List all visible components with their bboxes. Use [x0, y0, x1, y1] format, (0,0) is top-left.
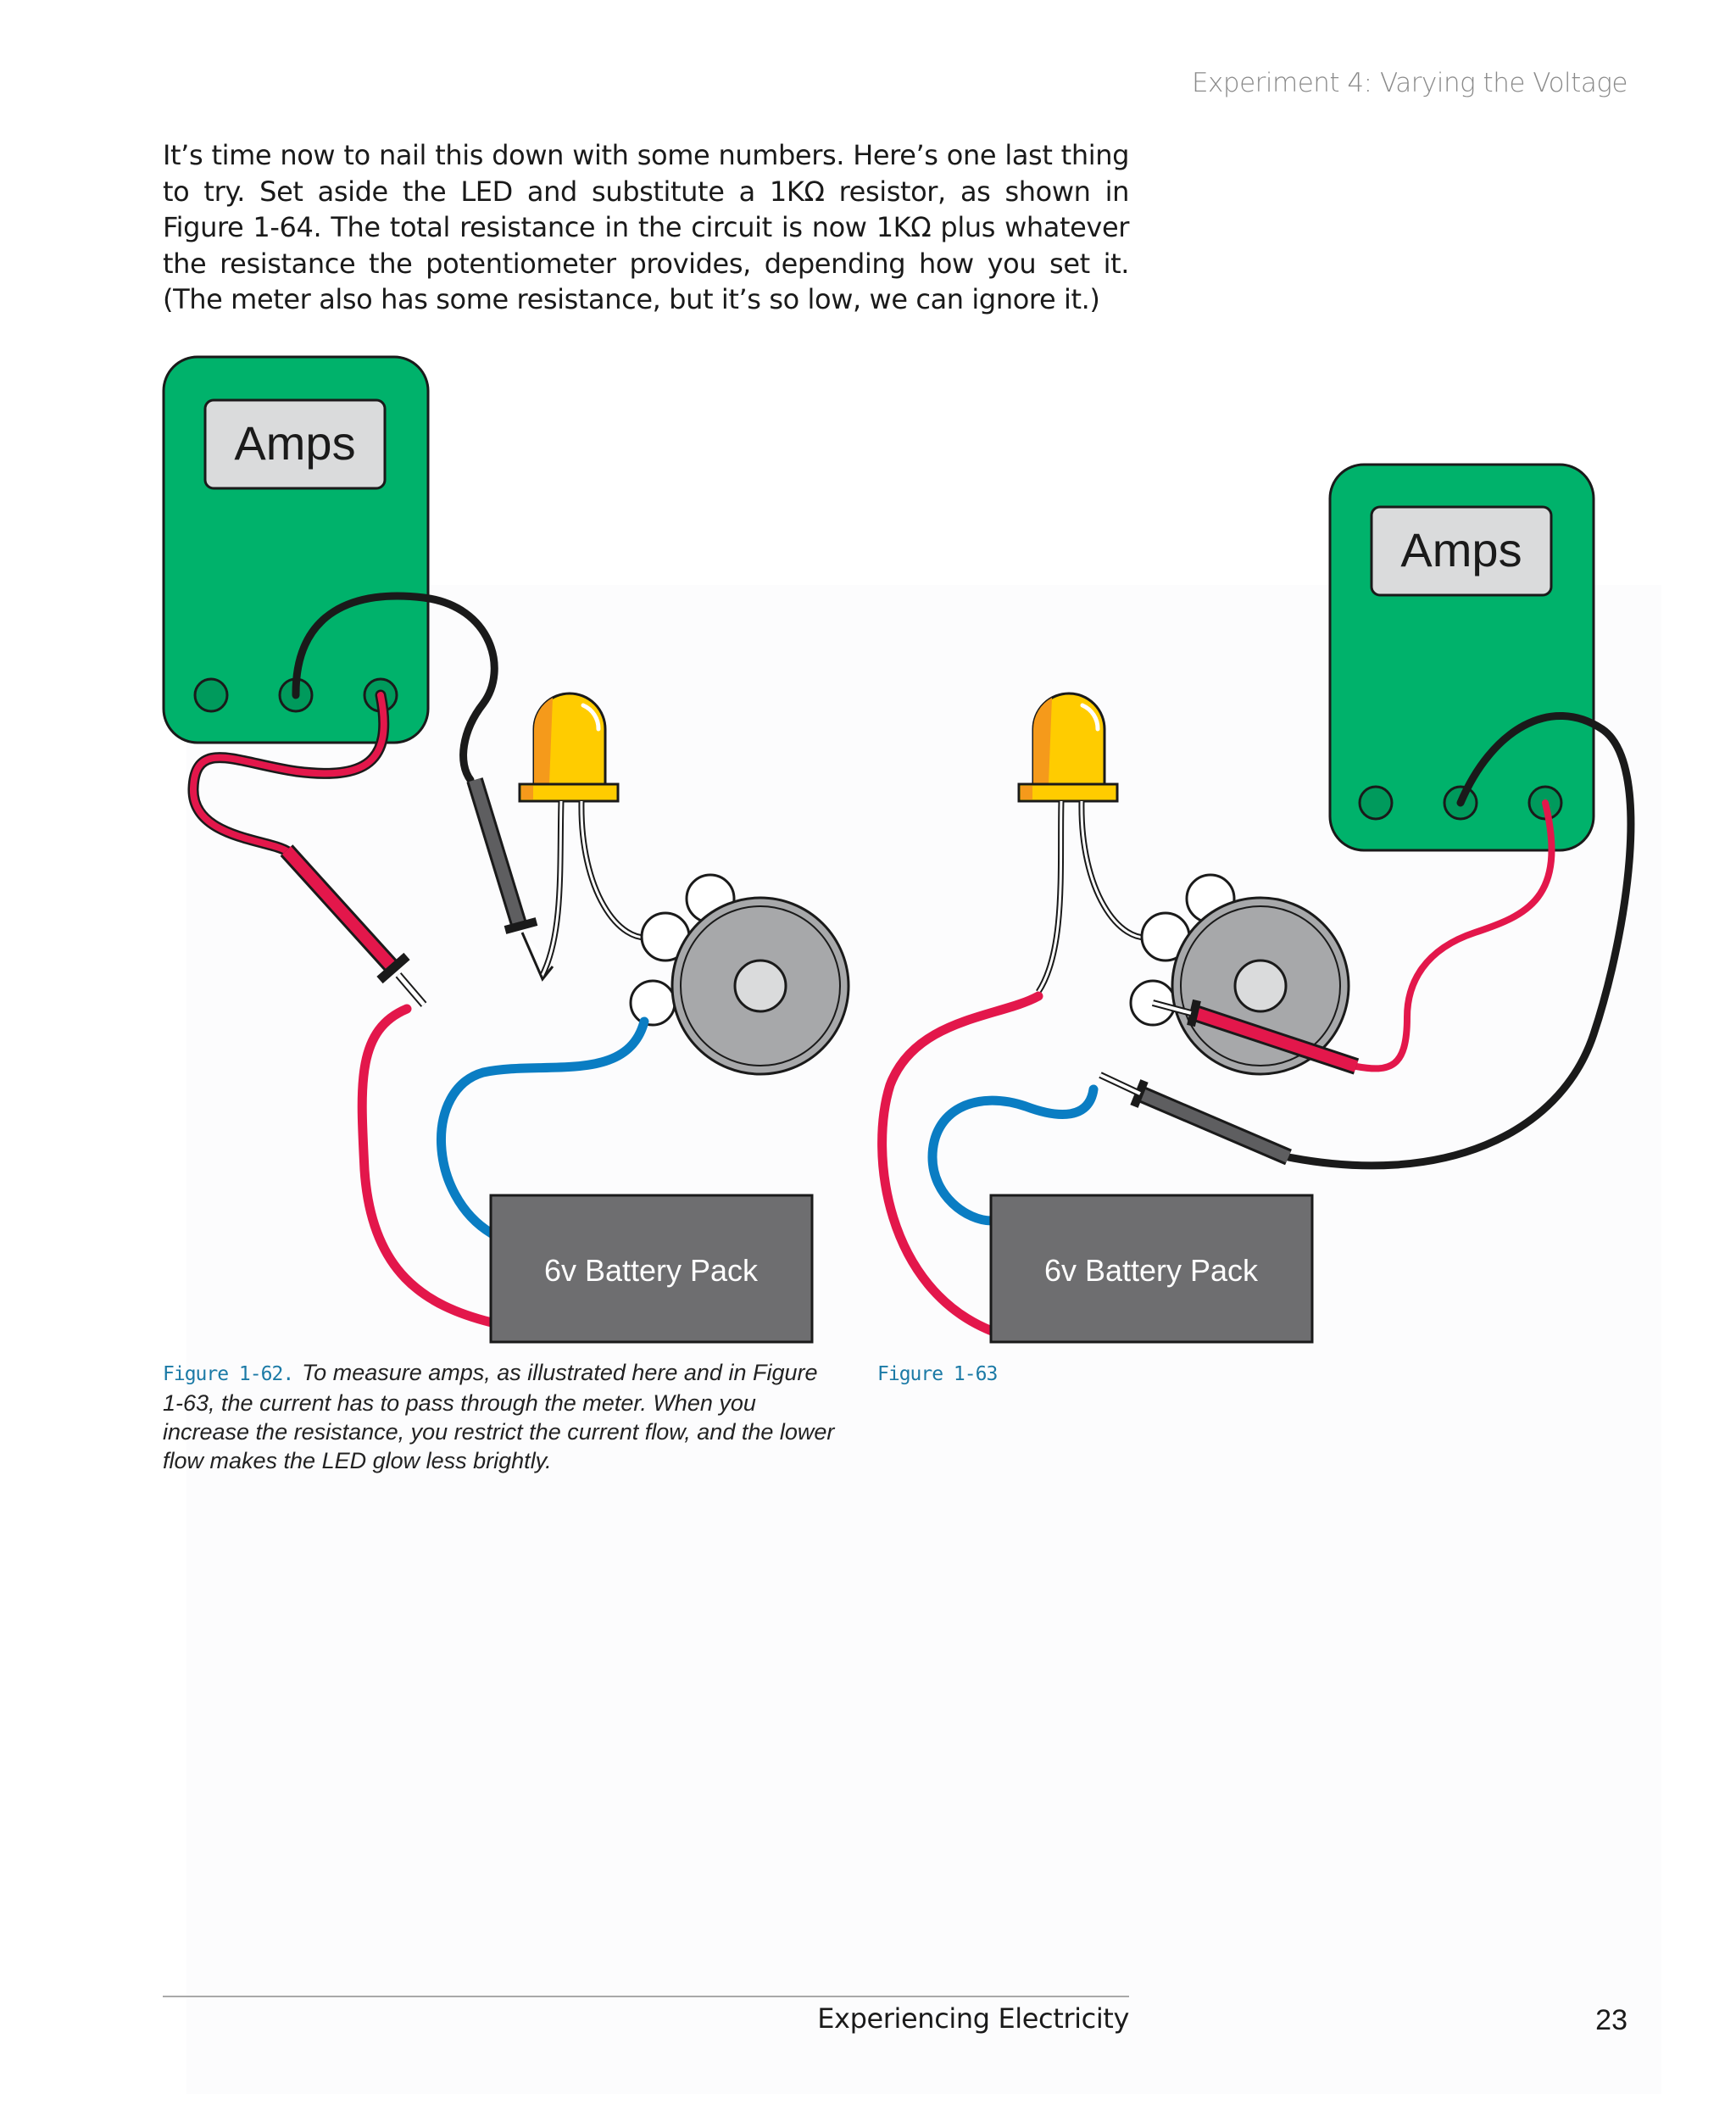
figure-label: Figure 1-62. [163, 1363, 294, 1385]
battery-pack: 6v Battery Pack [489, 1194, 814, 1344]
red-probe [280, 844, 427, 1007]
multimeter: Amps [162, 355, 430, 744]
meter-display-label: Amps [234, 416, 355, 470]
figure-label: Figure 1-63 [877, 1363, 998, 1385]
footer-book-title: Experiencing Electricity [817, 2002, 1129, 2035]
led [1017, 692, 1119, 803]
battery-label: 6v Battery Pack [544, 1253, 759, 1288]
battery-label: 6v Battery Pack [1044, 1253, 1259, 1288]
running-head: Experiment 4: Varying the Voltage [1191, 68, 1628, 98]
footer-divider [163, 1996, 1129, 1997]
black-probe [1099, 1072, 1292, 1166]
led-lead-right [578, 800, 654, 941]
figure-1-62-illustration: Amps [162, 355, 850, 1344]
red-probe [1151, 999, 1360, 1075]
blue-battery-wire [436, 1016, 649, 1239]
battery-pack: 6v Battery Pack [989, 1194, 1314, 1344]
red-battery-wire [877, 991, 1043, 1336]
figure-caption: Figure 1-62.To measure amps, as illustra… [163, 1358, 841, 1475]
potentiometer [1129, 873, 1350, 1076]
red-battery-wire [357, 1004, 497, 1328]
figure-1-63-illustration: Amps [877, 463, 1635, 1344]
page-number: 23 [1595, 2004, 1628, 2036]
black-probe [466, 777, 554, 982]
black-test-lead-wire [1284, 711, 1635, 1170]
black-test-lead-wire [292, 592, 498, 784]
caption-text: To measure amps, as illustrated here and… [163, 1360, 835, 1473]
potentiometer [629, 873, 850, 1076]
body-paragraph: It’s time now to nail this down with som… [163, 139, 1129, 315]
figure-caption: Figure 1-63 [877, 1358, 1132, 1389]
blue-battery-wire [927, 1084, 1099, 1226]
led [518, 692, 620, 803]
led-lead-right [1078, 800, 1154, 941]
red-test-lead-wire [1353, 799, 1555, 1072]
multimeter: Amps [1328, 463, 1595, 852]
meter-display-label: Amps [1400, 523, 1522, 576]
